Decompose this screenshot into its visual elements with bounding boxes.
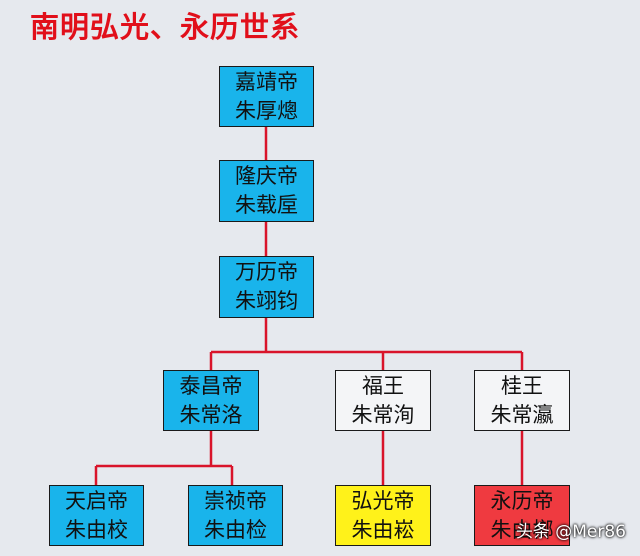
node-taichang: 泰昌帝 朱常洛 [163,370,259,431]
node-hongguang: 弘光帝 朱由崧 [335,485,431,546]
node-name: 朱厚熜 [235,98,298,123]
node-title: 隆庆帝 [235,164,298,188]
diagram-title: 南明弘光、永历世系 [30,10,301,44]
node-title: 弘光帝 [351,488,415,513]
node-name: 朱常洵 [351,402,415,427]
node-yongli: 永历帝 朱由榔 [474,485,570,546]
node-name: 朱由校 [65,517,128,542]
node-wanli: 万历帝 朱翊钧 [219,256,314,318]
node-name: 朱翊钧 [235,289,298,313]
node-fuwang: 福王 朱常洵 [335,370,431,431]
node-guiwang: 桂王 朱常瀛 [474,370,570,431]
node-name: 朱常洛 [179,402,243,427]
node-name: 朱常瀛 [490,402,554,427]
node-title: 万历帝 [235,260,298,284]
node-title: 天启帝 [65,488,128,513]
node-title: 崇祯帝 [204,488,267,513]
node-chongzhen: 崇祯帝 朱由检 [188,485,283,546]
node-name: 朱载垕 [235,193,298,217]
watermark: 头条 @Mer86 [515,522,626,542]
node-title: 永历帝 [490,488,554,513]
node-title: 桂王 [501,373,543,398]
node-title: 嘉靖帝 [235,69,298,94]
node-jiajing: 嘉靖帝 朱厚熜 [219,66,314,127]
node-longqing: 隆庆帝 朱载垕 [219,160,314,222]
node-name: 朱由榔 [490,517,554,542]
node-name: 朱由崧 [351,517,415,542]
node-name: 朱由检 [204,517,267,542]
node-title: 泰昌帝 [179,373,243,398]
node-tianqi: 天启帝 朱由校 [49,485,144,546]
node-title: 福王 [362,373,404,398]
